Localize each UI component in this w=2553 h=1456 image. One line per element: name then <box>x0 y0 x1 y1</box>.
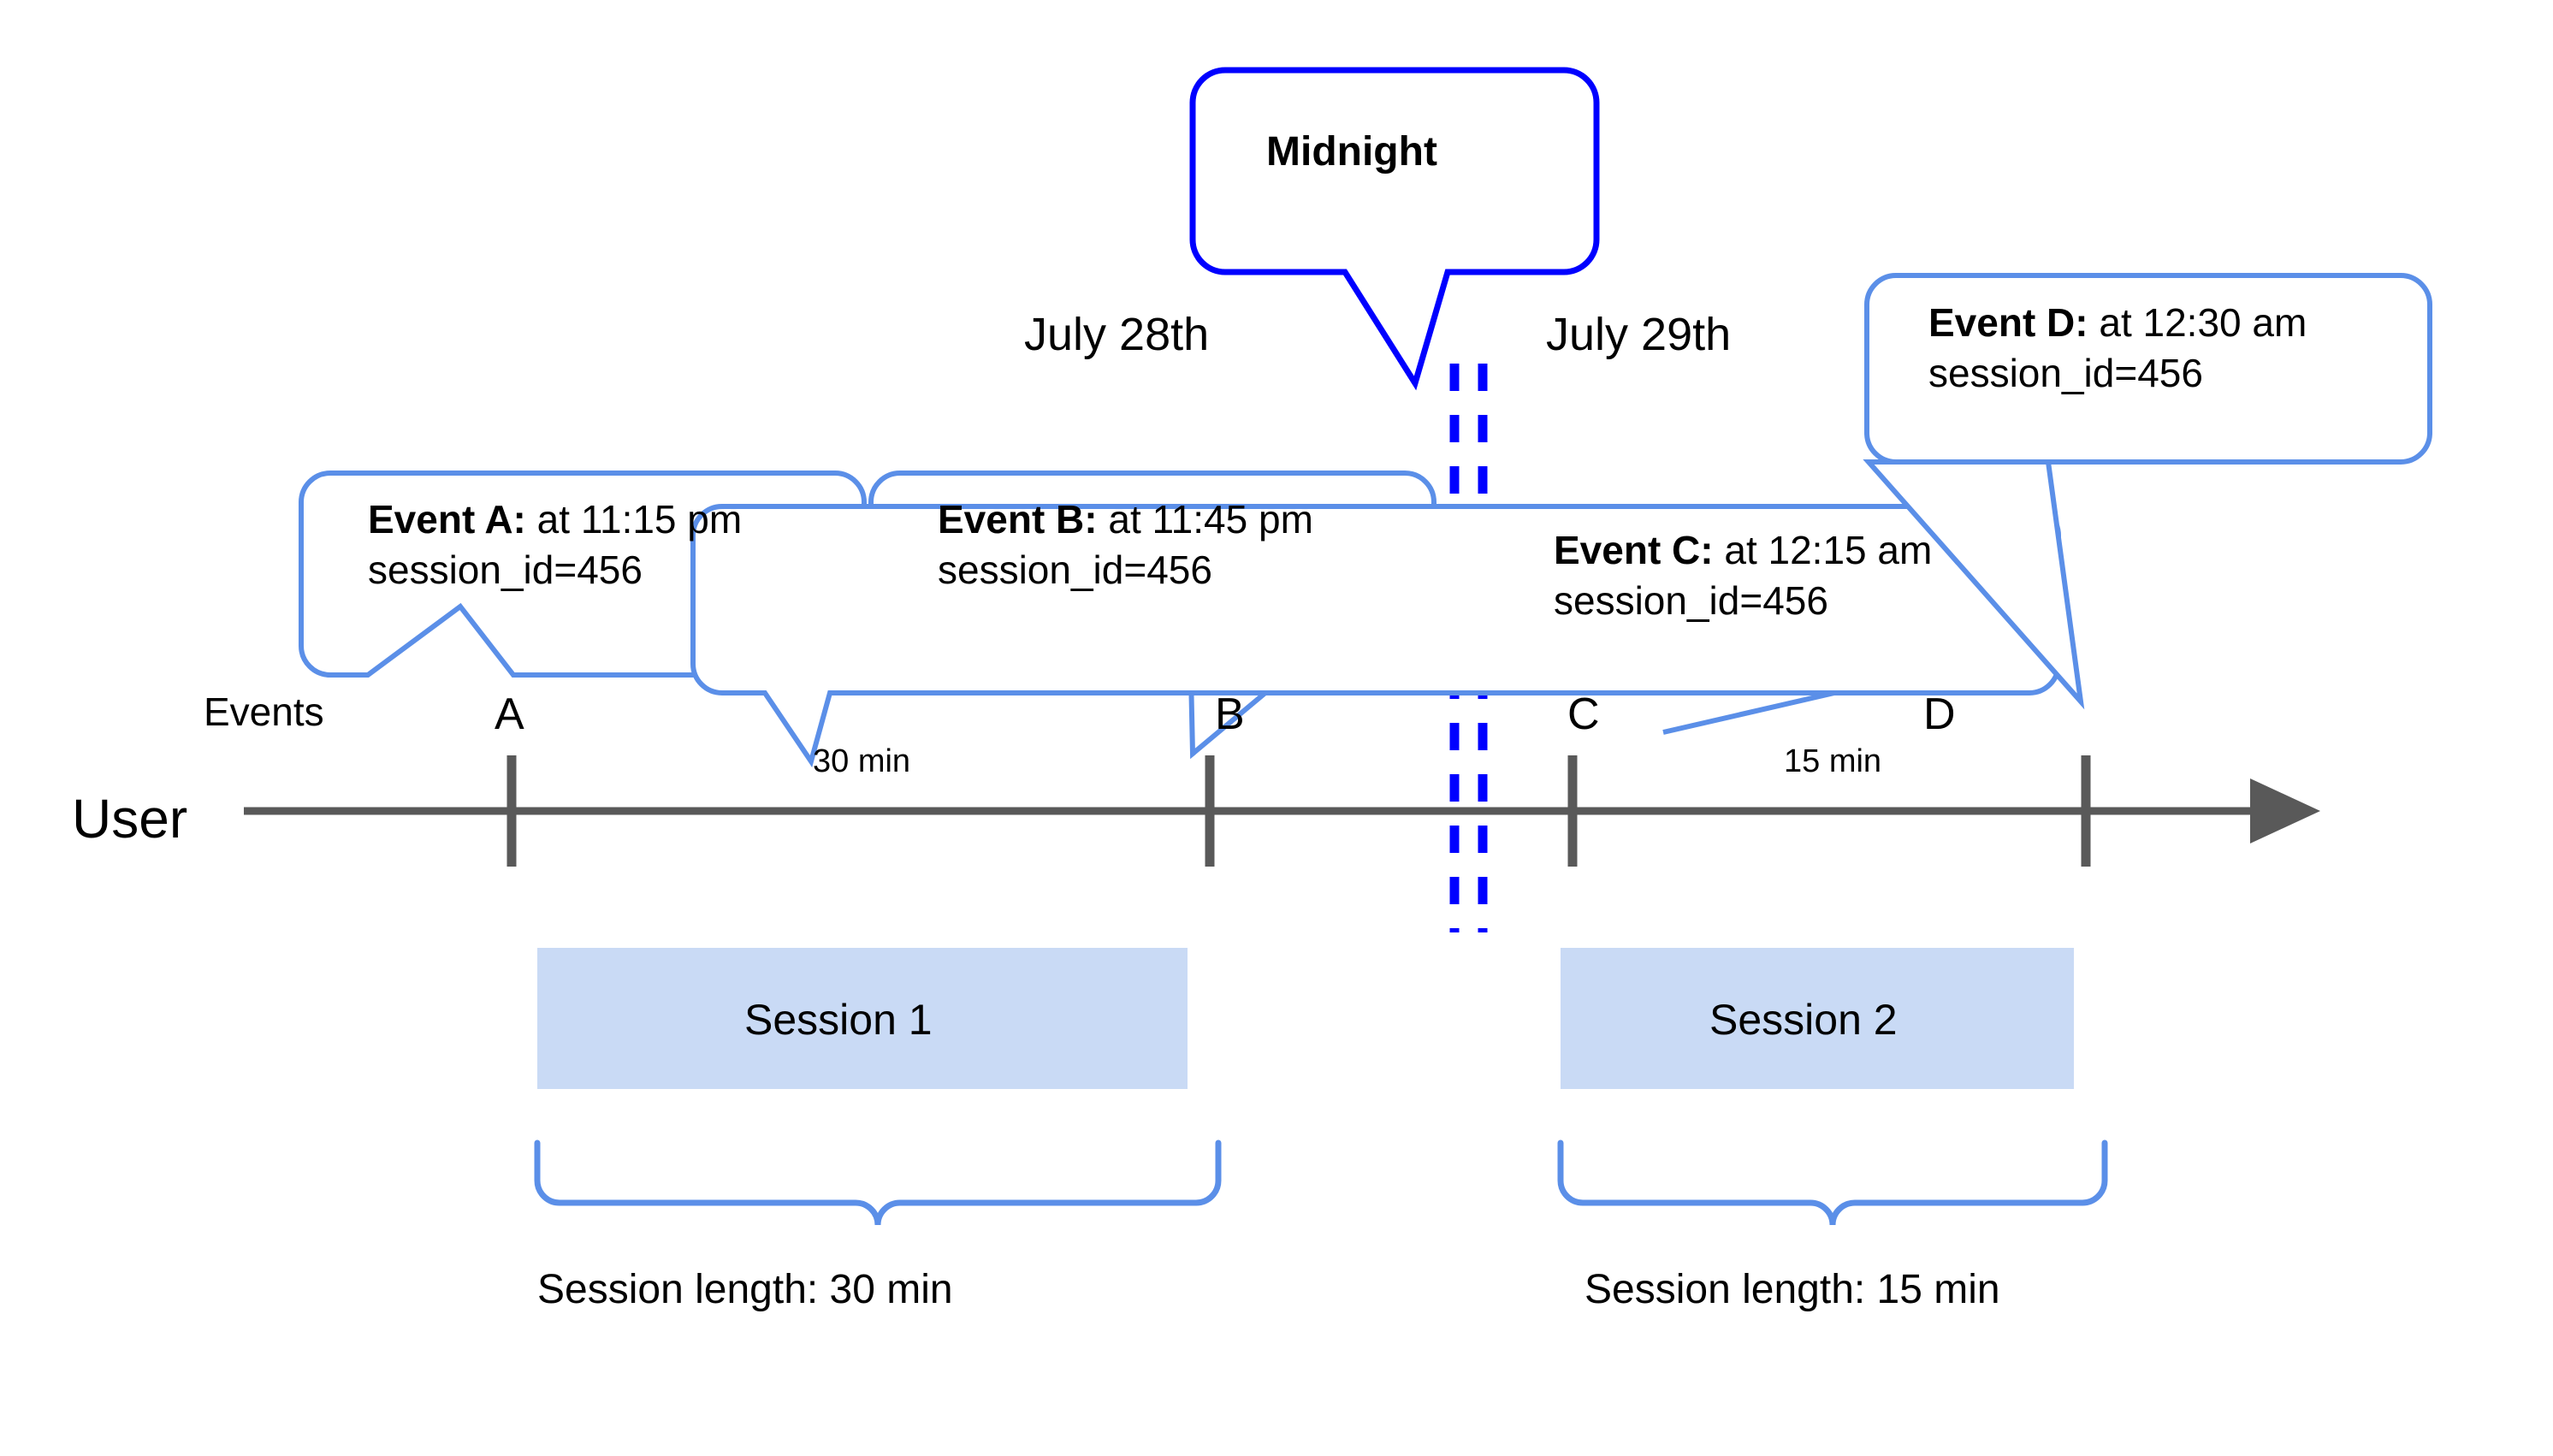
event-tick-marks <box>506 755 2091 867</box>
event-b-title: Event B: <box>938 497 1098 542</box>
event-a-time: at 11:15 pm <box>525 497 743 542</box>
event-a-title: Event A: <box>368 497 526 542</box>
event-c-callout-text: Event C: at 12:15 am session_id=456 <box>1554 525 1932 626</box>
event-a-callout-text: Event A: at 11:15 pm session_id=456 <box>368 494 742 595</box>
session-1-length-label: Session length: 30 min <box>537 1267 953 1312</box>
event-d-detail: session_id=456 <box>1928 350 2203 395</box>
midnight-divider <box>1449 364 1488 932</box>
event-b-time: at 11:45 pm <box>1097 497 1313 542</box>
midnight-callout-balloon <box>1189 67 1600 391</box>
session-1-label: Session 1 <box>744 996 933 1044</box>
event-d-time: at 12:30 am <box>2088 300 2307 345</box>
axis-label-user: User <box>72 788 188 849</box>
session-boxes <box>537 948 2074 1089</box>
session-2-label: Session 2 <box>1709 996 1898 1044</box>
date-label-july-28: July 28th <box>1024 309 1210 360</box>
event-d-title: Event D: <box>1928 300 2088 345</box>
session-2-box <box>1561 948 2074 1089</box>
session-1-box <box>537 948 1188 1089</box>
session-1-brace <box>534 1139 1222 1226</box>
event-b-callout-text: Event B: at 11:45 pm session_id=456 <box>938 494 1313 595</box>
session-braces <box>534 1139 2108 1226</box>
event-marker-d: D <box>1923 690 1956 739</box>
event-a-detail: session_id=456 <box>368 547 643 592</box>
event-d-callout-balloon <box>1863 273 2432 710</box>
duration-label-a-b: 30 min <box>813 743 911 779</box>
event-marker-a: A <box>495 690 524 739</box>
midnight-callout-label: Midnight <box>1266 129 1437 175</box>
session-2-length-label: Session length: 15 min <box>1585 1267 2000 1312</box>
timeline-arrow-icon <box>2250 778 2320 843</box>
session-2-brace <box>1557 1139 2108 1226</box>
event-c-title: Event C: <box>1554 528 1714 572</box>
duration-label-c-d: 15 min <box>1784 743 1882 779</box>
date-label-july-29: July 29th <box>1546 309 1732 360</box>
row-label-events: Events <box>204 690 324 734</box>
timeline-axis <box>244 778 2320 843</box>
event-d-callout-text: Event D: at 12:30 am session_id=456 <box>1928 298 2307 399</box>
event-b-detail: session_id=456 <box>938 547 1212 592</box>
event-marker-c: C <box>1567 690 1600 739</box>
event-marker-b: B <box>1215 690 1245 739</box>
event-c-detail: session_id=456 <box>1554 577 1828 623</box>
event-c-time: at 12:15 am <box>1713 528 1933 572</box>
